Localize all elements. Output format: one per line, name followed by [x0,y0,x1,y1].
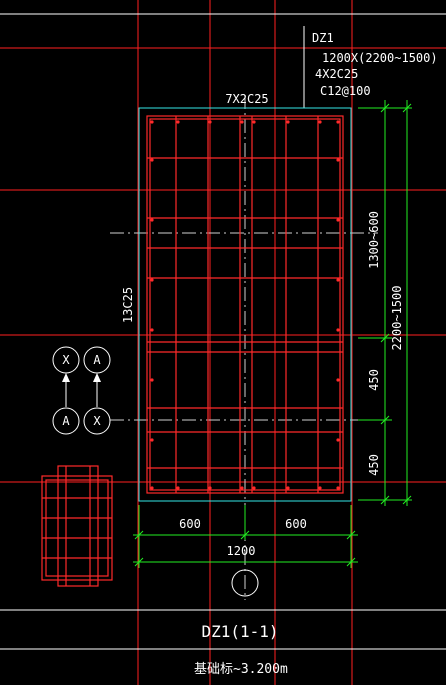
drawing-title: DZ1(1-1) [201,622,278,641]
frame-lines [0,13,446,650]
leader-id: DZ1 [312,31,334,45]
marker-bottom-right: X [93,414,101,428]
leader-main-bars: 4X2C25 [315,67,358,81]
dim-right-overall: 2200~1500 [390,285,404,350]
dim-right-3: 450 [367,454,381,476]
rebar-cage [146,115,344,494]
elevation-label: 基础标~3.200m [194,662,288,677]
axis-bubble [231,569,259,597]
leader-annotation: DZ1 1200X(2200~1500) 4X2C25 C12@100 [312,31,438,98]
side-bars-label: 13C25 [121,287,135,323]
column-outline [138,107,352,502]
right-dimensions [358,100,412,506]
dim-right-2: 450 [367,369,381,391]
dim-right-1: 1300~600 [367,211,381,269]
dim-bottom-total: 1200 [227,544,256,558]
marker-top-right: A [93,353,101,367]
dim-bottom-left: 600 [179,517,201,531]
top-bars-label: 7X2C25 [225,92,268,106]
marker-top-left: X [62,353,70,367]
dim-bottom-right: 600 [285,517,307,531]
leader-size: 1200X(2200~1500) [322,51,438,65]
stirrup-detail [41,465,113,587]
bottom-dimensions [133,505,358,568]
marker-bottom-left: A [62,414,70,428]
leader-stirrup: C12@100 [320,84,371,98]
section-markers [52,346,111,435]
